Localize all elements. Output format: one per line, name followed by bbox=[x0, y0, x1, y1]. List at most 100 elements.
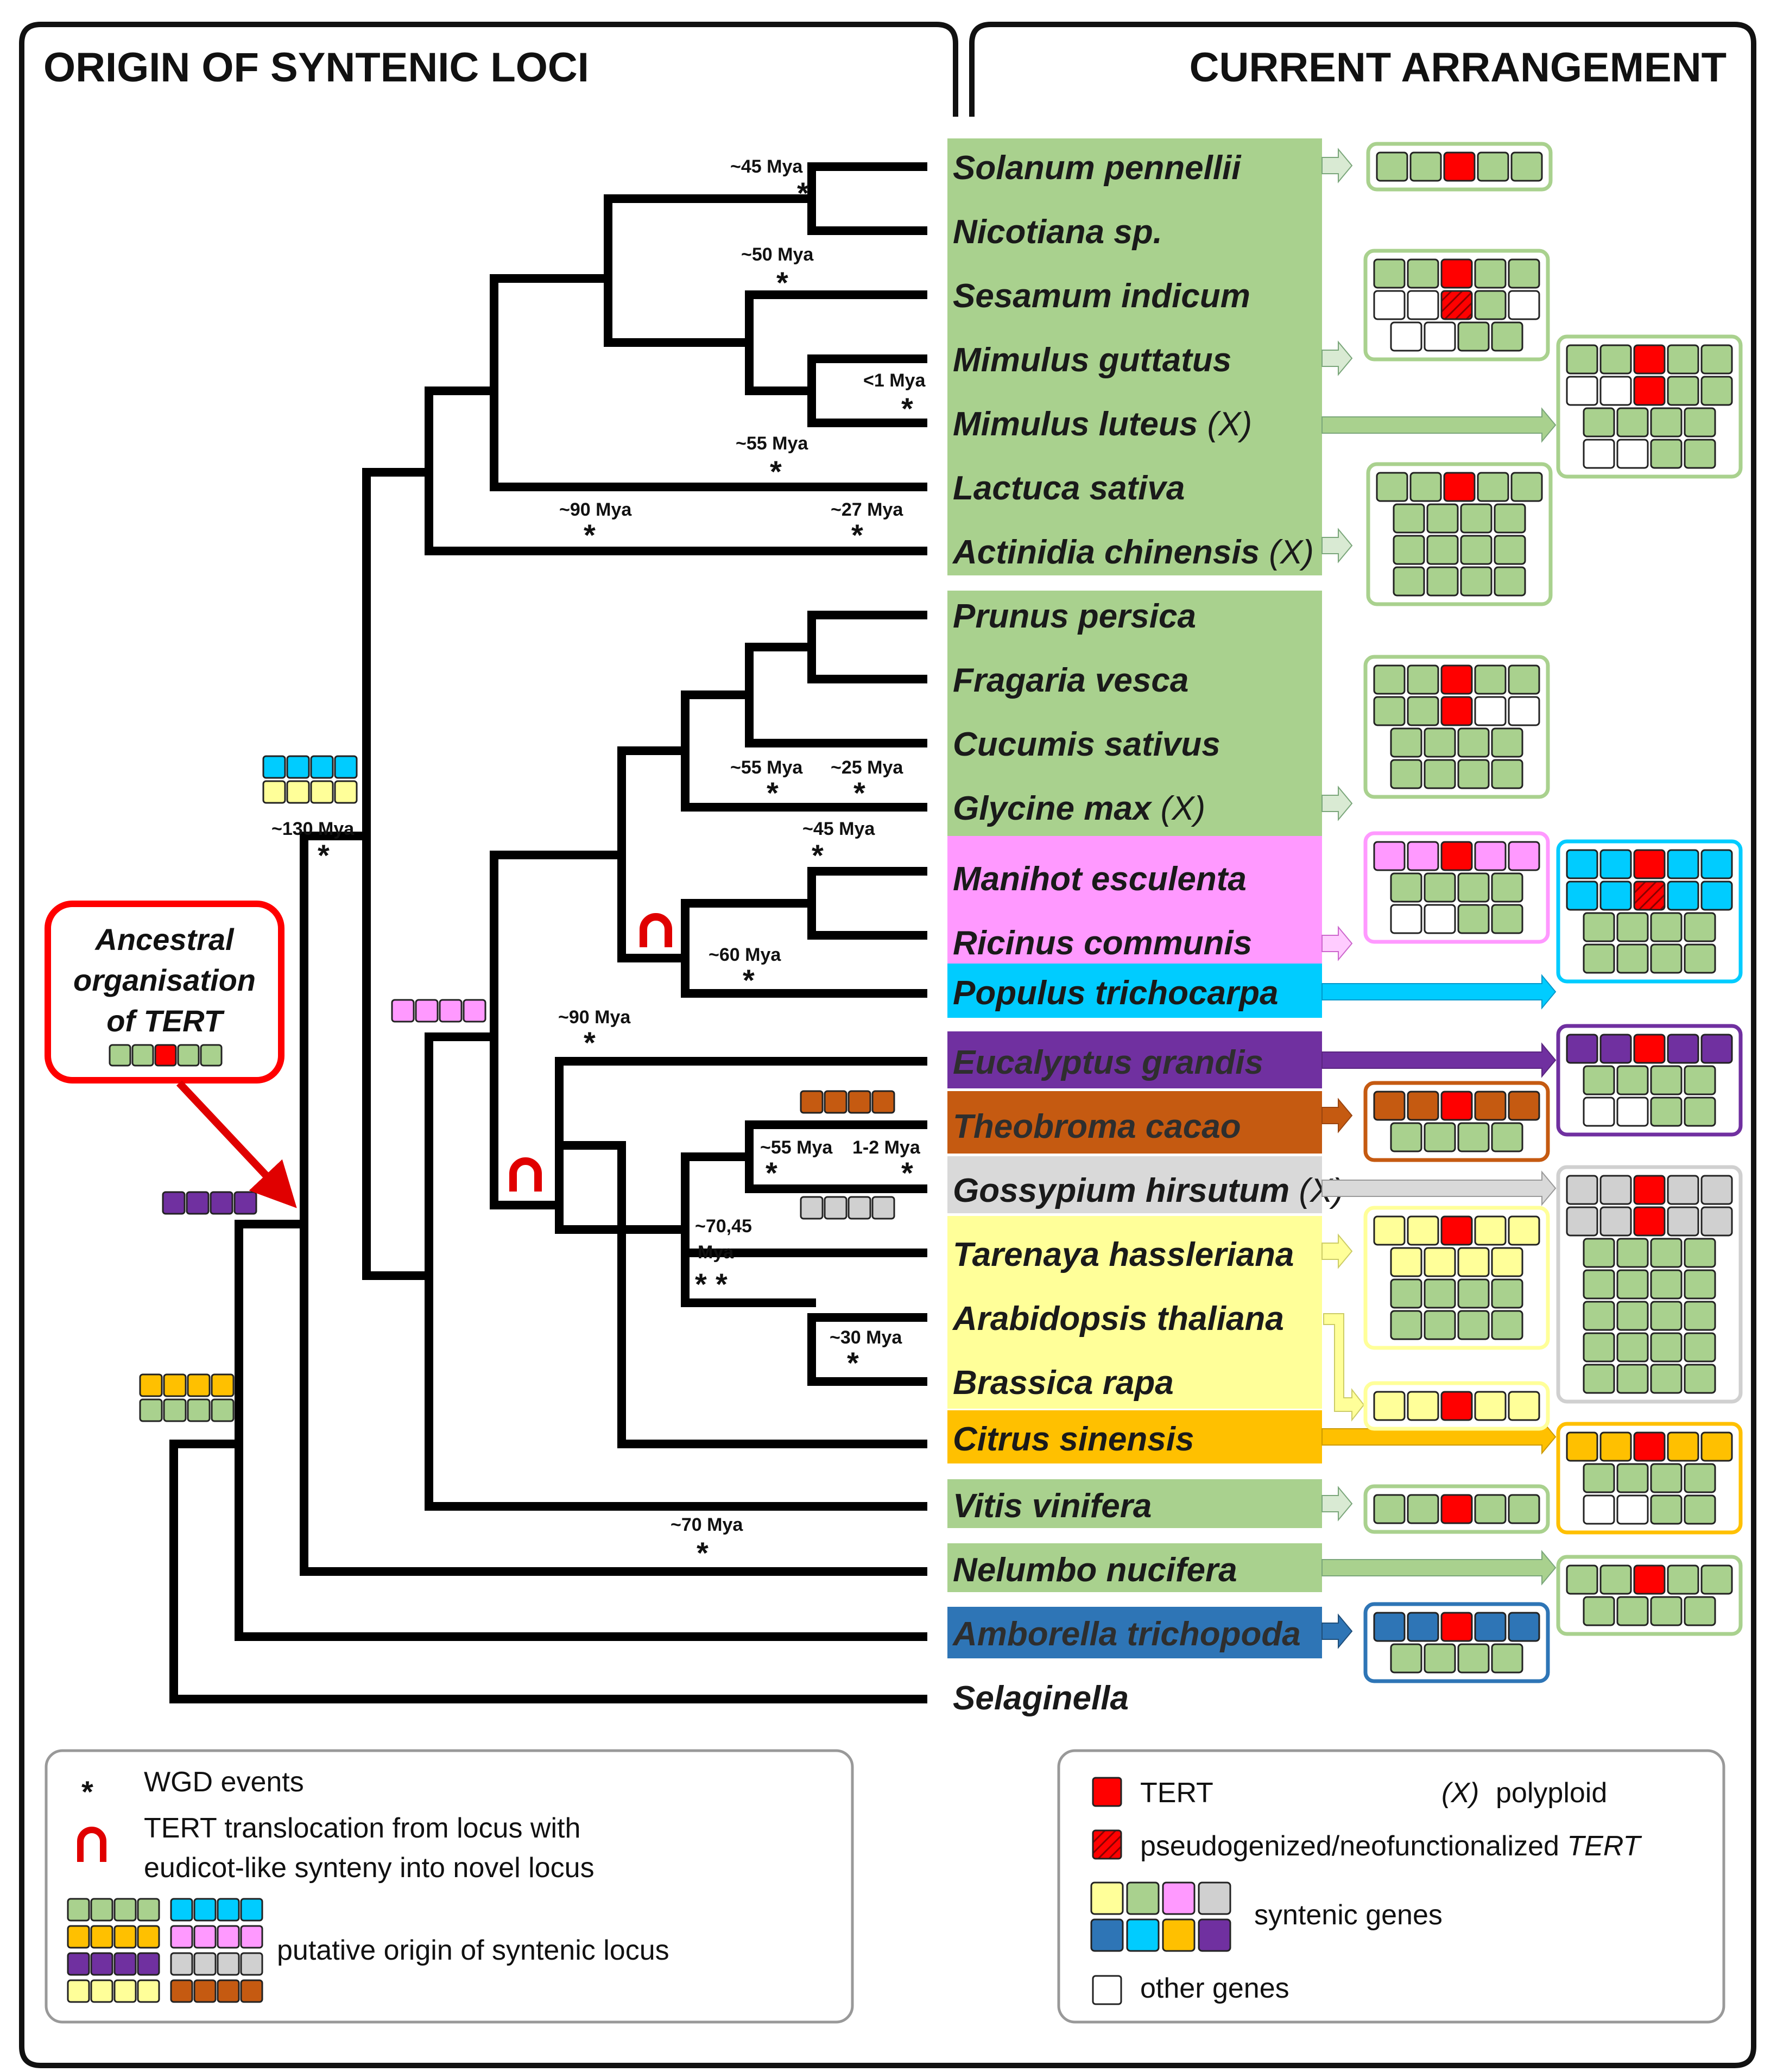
legend-right-frame bbox=[1057, 1749, 1725, 2024]
syntenic-gene bbox=[1460, 566, 1493, 597]
species-label: Eucalyptus grandis bbox=[953, 1044, 1263, 1081]
syntenic-gene bbox=[1457, 1247, 1490, 1277]
band-rosid-group bbox=[947, 591, 1322, 836]
syntenic-gene bbox=[1599, 1206, 1632, 1237]
syntenic-gene bbox=[1650, 1097, 1683, 1127]
syntenic-gene bbox=[1667, 880, 1699, 911]
locus-gene bbox=[824, 1090, 848, 1114]
syntenic-gene bbox=[1616, 1364, 1649, 1394]
syntenic-gene bbox=[1373, 258, 1406, 289]
syntenic-gene bbox=[1390, 759, 1422, 789]
syntenic-gene bbox=[1474, 1494, 1507, 1524]
locus-gene bbox=[233, 1191, 257, 1215]
wgd-marker: * bbox=[847, 1346, 859, 1380]
syntenic-gene bbox=[1491, 1310, 1523, 1340]
gene-box bbox=[1363, 1381, 1550, 1431]
syntenic-gene bbox=[1599, 1175, 1632, 1205]
locus-gene bbox=[210, 1191, 233, 1215]
syntenic-gene bbox=[1491, 1247, 1523, 1277]
syntenic-gene bbox=[1376, 472, 1408, 502]
wgd-marker: * bbox=[797, 176, 809, 210]
syntenic-gene bbox=[1599, 849, 1632, 879]
tert-gene bbox=[1440, 1091, 1473, 1121]
locus-gene bbox=[800, 1196, 824, 1220]
ancestral-genes bbox=[109, 1044, 223, 1067]
syntenic-gene bbox=[1510, 151, 1543, 182]
syntenic-gene bbox=[1424, 1247, 1456, 1277]
syntenic-gene bbox=[1566, 880, 1598, 911]
wgd-marker: * bbox=[853, 776, 865, 810]
syntenic-gene bbox=[1424, 1278, 1456, 1309]
syntenic-gene bbox=[1700, 1034, 1733, 1064]
syntenic-gene bbox=[1477, 151, 1509, 182]
tert-gene bbox=[1440, 696, 1473, 726]
wgd-label: ~30 Mya bbox=[830, 1327, 902, 1348]
syntenic-gene bbox=[1566, 1431, 1598, 1462]
locus-gene bbox=[262, 780, 286, 804]
origin-swatch bbox=[137, 1898, 160, 1922]
syntenic-gene bbox=[1700, 1564, 1733, 1595]
syntenic-gene bbox=[1494, 503, 1526, 534]
species-label: Brassica rapa bbox=[953, 1364, 1174, 1402]
species-label: Nelumbo nucifera bbox=[953, 1551, 1237, 1589]
syntenic-swatch bbox=[1090, 1881, 1124, 1915]
band-purple bbox=[947, 1031, 1322, 1088]
syntenic-gene bbox=[1508, 258, 1540, 289]
syntenic-gene bbox=[1508, 841, 1540, 871]
syntenic-gene bbox=[1491, 1122, 1523, 1152]
syntenic-gene bbox=[1684, 1065, 1716, 1095]
syntenic-gene bbox=[1599, 1564, 1632, 1595]
syntenic-gene bbox=[1373, 1091, 1406, 1121]
horseshoe-icon bbox=[77, 1827, 106, 1862]
syntenic-gene bbox=[1684, 1463, 1716, 1493]
locus-marker bbox=[800, 1090, 895, 1114]
origin-swatch bbox=[113, 1979, 137, 2003]
wgd-annotations: ~45 Mya * ~50 Mya * <1 Mya * ~55 Mya * ~… bbox=[271, 156, 926, 1570]
tree-locus-markers bbox=[139, 755, 895, 1422]
syntenic-gene bbox=[1667, 849, 1699, 879]
syntenic-gene bbox=[1424, 727, 1456, 758]
syntenic-gene bbox=[1508, 1391, 1540, 1421]
wgd-marker: * bbox=[901, 1156, 913, 1190]
locus-marker bbox=[800, 1196, 895, 1220]
locus-gene bbox=[334, 755, 358, 779]
band-vitis bbox=[947, 1479, 1322, 1528]
origin-swatch bbox=[217, 1925, 240, 1949]
wgd-marker: * bbox=[584, 1025, 596, 1060]
syntenic-gene bbox=[1684, 943, 1716, 974]
syntenic-gene bbox=[1667, 1564, 1699, 1595]
syntenic-gene bbox=[1508, 1215, 1540, 1246]
syntenic-gene bbox=[1491, 727, 1523, 758]
polyploid-mark: (X) bbox=[1269, 534, 1314, 571]
locus-gene bbox=[286, 780, 310, 804]
origin-swatch bbox=[193, 1952, 217, 1976]
syntenic-gene bbox=[1583, 1269, 1615, 1300]
tert-gene bbox=[1440, 1215, 1473, 1246]
locus-gene bbox=[391, 999, 415, 1023]
species-label: Gossypium hirsutum (X) bbox=[953, 1172, 1344, 1209]
syntenic-gene bbox=[109, 1044, 131, 1067]
syntenic-gene bbox=[1407, 841, 1439, 871]
gene-box bbox=[1363, 1081, 1550, 1162]
syntenic-gene bbox=[1616, 1269, 1649, 1300]
origin-swatch bbox=[90, 1952, 113, 1976]
species-label: Solanum pennellii bbox=[953, 149, 1242, 187]
syntenic-gene bbox=[1460, 535, 1493, 565]
syntenic-gene bbox=[1616, 407, 1649, 438]
syntenic-gene bbox=[1474, 1391, 1507, 1421]
syntenic-gene bbox=[1393, 566, 1425, 597]
origin-swatch bbox=[193, 1925, 217, 1949]
species-label: Sesamum indicum bbox=[953, 277, 1250, 315]
syntenic-gene bbox=[1426, 503, 1459, 534]
band-pink bbox=[947, 836, 1322, 964]
syntenic-gene bbox=[1667, 1175, 1699, 1205]
syntenic-gene bbox=[1393, 503, 1425, 534]
gene-box bbox=[1363, 1484, 1550, 1534]
species-label: Nicotiana sp. bbox=[953, 213, 1162, 251]
gene-box bbox=[1556, 1422, 1743, 1535]
arrow-small bbox=[1321, 1486, 1353, 1522]
origin-swatch bbox=[113, 1925, 137, 1949]
gene-box bbox=[1366, 142, 1553, 192]
syntenic-gene bbox=[1393, 535, 1425, 565]
syntenic-gene bbox=[1390, 1310, 1422, 1340]
